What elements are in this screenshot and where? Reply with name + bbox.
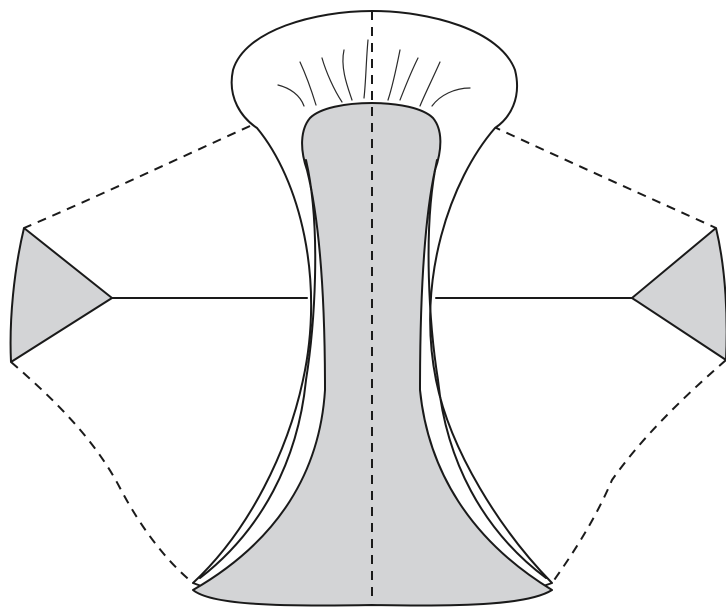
upper-right-dashed-edge	[492, 126, 716, 228]
right-shaded-flap	[632, 228, 726, 360]
left-shaded-flap	[11, 228, 112, 362]
lower-right-dashed-edge	[552, 360, 726, 583]
lower-left-dashed-edge	[11, 362, 193, 583]
upper-left-dashed-edge	[24, 126, 250, 228]
